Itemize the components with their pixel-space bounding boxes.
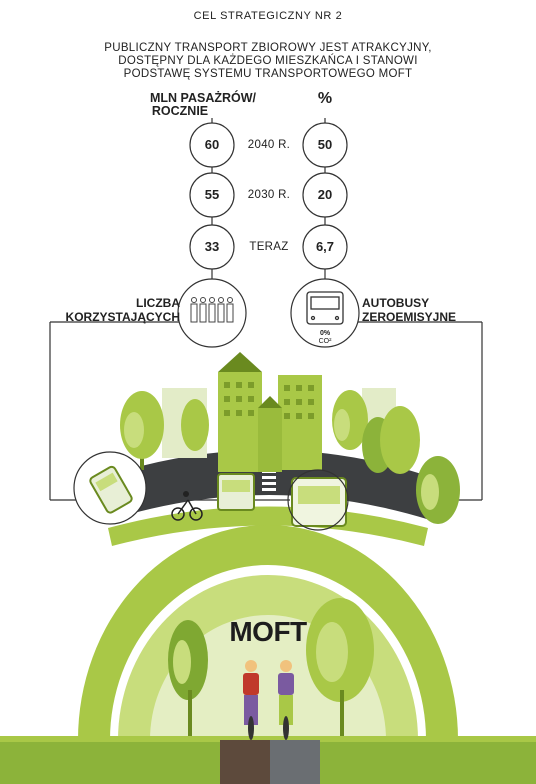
co2-label: CO²	[318, 338, 332, 345]
description-line-1: PUBLICZNY TRANSPORT ZBIOROWY JEST ATRAKC…	[104, 42, 432, 54]
year-now: TERAZ	[249, 241, 289, 253]
description-line-2: DOSTĘPNY DLA KAŻDEGO MIESZKAŃCA I STANOW…	[118, 55, 418, 67]
bus-large	[291, 477, 347, 527]
year-2040: 2040 R.	[247, 139, 291, 151]
year-2030: 2030 R.	[247, 189, 291, 201]
percent-header: %	[317, 90, 333, 107]
bus-icon	[306, 291, 344, 325]
users-label-line-1: LICZBA	[136, 296, 180, 310]
road-strip	[270, 740, 320, 784]
stat-circles	[177, 122, 360, 348]
buses-label-line-2: ZEROEMISYJNE	[362, 310, 457, 324]
passengers-now: 33	[204, 239, 220, 254]
cyclist-purple	[278, 660, 294, 740]
percent-2030: 20	[317, 187, 333, 202]
bike-track	[220, 740, 270, 784]
description-line-3: PODSTAWĘ SYSTEMU TRANSPORTOWEGO MOFT	[123, 68, 413, 80]
percent-2040: 50	[317, 137, 333, 152]
bus-front	[217, 473, 255, 511]
buildings	[162, 352, 396, 472]
passengers-2030: 55	[204, 187, 220, 202]
people-icon	[190, 297, 234, 323]
passengers-header-line-1: MLN PASAŻRÓW/	[150, 91, 257, 105]
buses-label-line-1: AUTOBUSY	[362, 296, 430, 310]
passengers-header-line-2: ROCZNIE	[151, 104, 209, 118]
goal-title: CEL STRATEGICZNY NR 2	[193, 10, 343, 22]
cyclist-red	[243, 660, 259, 740]
cyclist-small	[171, 499, 203, 521]
moft-title: MOFT	[229, 616, 307, 647]
passengers-2040: 60	[204, 137, 220, 152]
trees	[120, 390, 460, 740]
co2-percent: 0%	[319, 330, 331, 337]
percent-now: 6,7	[315, 239, 335, 254]
users-label-line-2: KORZYSTAJĄCYCH	[65, 310, 180, 324]
